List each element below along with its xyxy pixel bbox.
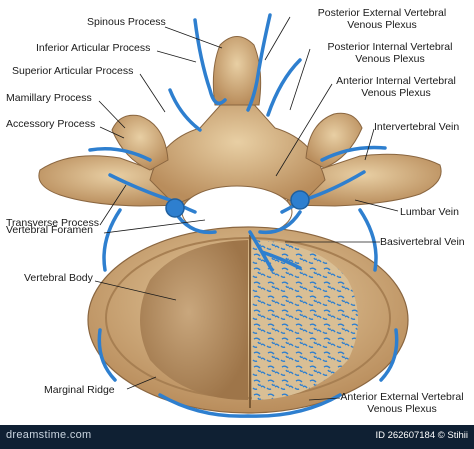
label-posterior-internal-1: Posterior Internal Vertebral <box>327 41 453 53</box>
label-posterior-external-2: Venous Plexus <box>347 19 417 31</box>
label-mamillary-process: Mamillary Process <box>6 92 92 104</box>
stock-footer-bar: dreamstime.com ID 262607184 © Stihii <box>0 425 474 449</box>
label-posterior-internal-2: Venous Plexus <box>355 53 425 65</box>
label-accessory-process: Accessory Process <box>6 118 96 130</box>
label-transverse-process: Transverse Process <box>6 217 99 229</box>
label-anterior-internal-2: Venous Plexus <box>361 87 431 99</box>
venous-node-right <box>290 190 310 210</box>
label-superior-articular-process: Superior Articular Process <box>12 65 134 77</box>
stock-brand: dreamstime.com <box>6 429 92 441</box>
vertebral-body-left-half <box>140 240 248 400</box>
label-basivertebral-vein: Basivertebral Vein <box>380 236 465 248</box>
label-vertebral-body: Vertebral Body <box>24 272 93 284</box>
articular-process-right <box>305 112 363 169</box>
label-marginal-ridge: Marginal Ridge <box>44 384 115 396</box>
label-vertebral-foramen: Vertebral Foramen <box>6 224 93 236</box>
label-posterior-external-1: Posterior External Vertebral <box>317 7 447 19</box>
leader-lines <box>94 16 399 401</box>
articular-process-left <box>111 114 169 171</box>
image-id: ID 262607184 © Stihii <box>375 430 468 441</box>
label-anterior-internal-1: Anterior Internal Vertebral <box>336 75 456 87</box>
vertebra-illustration <box>38 13 442 418</box>
label-spinous-process: Spinous Process <box>87 16 166 28</box>
label-lumbar-vein: Lumbar Vein <box>400 206 459 218</box>
label-inferior-articular-process: Inferior Articular Process <box>36 42 151 54</box>
spinous-process <box>212 36 262 106</box>
label-anterior-external-2: Venous Plexus <box>367 403 437 415</box>
vertebral-body-right-half <box>252 240 358 400</box>
venous-node-left <box>165 198 185 218</box>
label-anterior-external-1: Anterior External Vertebral <box>340 391 464 403</box>
label-intervertebral-vein: Intervertebral Vein <box>374 121 460 133</box>
